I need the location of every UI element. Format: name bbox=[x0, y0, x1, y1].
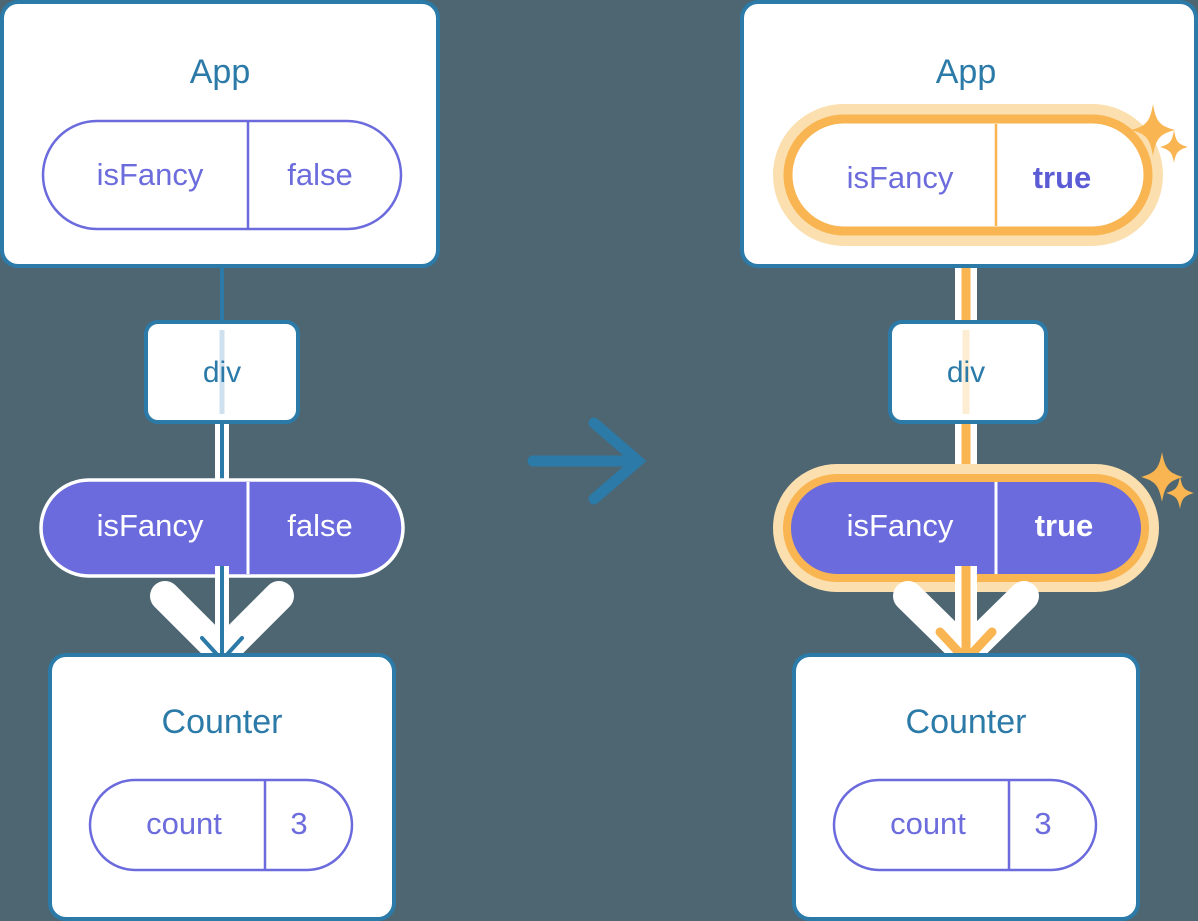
pill-counter-state[interactable]: count 3 bbox=[88, 778, 354, 872]
pill-app-state-body bbox=[783, 114, 1153, 236]
pill-props-key: isFancy bbox=[97, 508, 204, 543]
pill-app-state[interactable]: isFancy true bbox=[773, 104, 1163, 246]
arrow-right-icon bbox=[527, 417, 647, 505]
pill-props-value: false bbox=[287, 508, 352, 543]
pill-counter-state[interactable]: count 3 bbox=[832, 778, 1098, 872]
panel-after: App isFancy true bbox=[740, 0, 1198, 921]
node-div[interactable]: div bbox=[888, 320, 1048, 424]
node-div-label: div bbox=[203, 356, 241, 389]
pill-counter-state-key: count bbox=[890, 806, 966, 841]
pill-app-state-value: false bbox=[287, 157, 352, 192]
pill-app-state-key: isFancy bbox=[97, 157, 204, 192]
pill-counter-state-key: count bbox=[146, 806, 222, 841]
card-counter-title: Counter bbox=[906, 703, 1027, 741]
pill-counter-state-value: 3 bbox=[290, 806, 307, 841]
pill-props-value: true bbox=[1035, 508, 1094, 543]
card-counter[interactable]: Counter count 3 bbox=[48, 653, 396, 921]
node-div-label: div bbox=[947, 356, 985, 389]
sparkle-icon-props-small bbox=[1166, 476, 1194, 509]
pill-props-key: isFancy bbox=[847, 508, 954, 543]
card-app-title: App bbox=[190, 53, 251, 91]
arrow-props-to-counter bbox=[150, 566, 294, 668]
node-div[interactable]: div bbox=[144, 320, 300, 424]
sparkle-icon-app-large bbox=[1131, 104, 1175, 156]
arrow-props-to-counter bbox=[893, 566, 1039, 668]
pill-app-state-glow bbox=[773, 104, 1163, 246]
card-counter-title: Counter bbox=[162, 703, 283, 741]
card-app[interactable]: App isFancy false bbox=[0, 0, 440, 268]
card-counter[interactable]: Counter count 3 bbox=[792, 653, 1140, 921]
sparkle-icon-app-small bbox=[1160, 130, 1188, 163]
sparkle-icon-props-large bbox=[1141, 452, 1183, 502]
pill-counter-state-body bbox=[832, 778, 1098, 872]
pill-app-state-value: true bbox=[1033, 160, 1092, 195]
pill-app-state-body bbox=[41, 119, 403, 231]
card-app-title: App bbox=[936, 53, 997, 91]
pill-app-state-key: isFancy bbox=[847, 160, 954, 195]
pill-props[interactable]: isFancy false bbox=[39, 478, 405, 578]
pill-counter-state-body bbox=[88, 778, 354, 872]
panel-before: App isFancy false div isFancy bbox=[0, 0, 440, 921]
card-app[interactable]: App isFancy true bbox=[740, 0, 1198, 268]
pill-app-state[interactable]: isFancy false bbox=[41, 119, 403, 231]
pill-counter-state-value: 3 bbox=[1034, 806, 1051, 841]
